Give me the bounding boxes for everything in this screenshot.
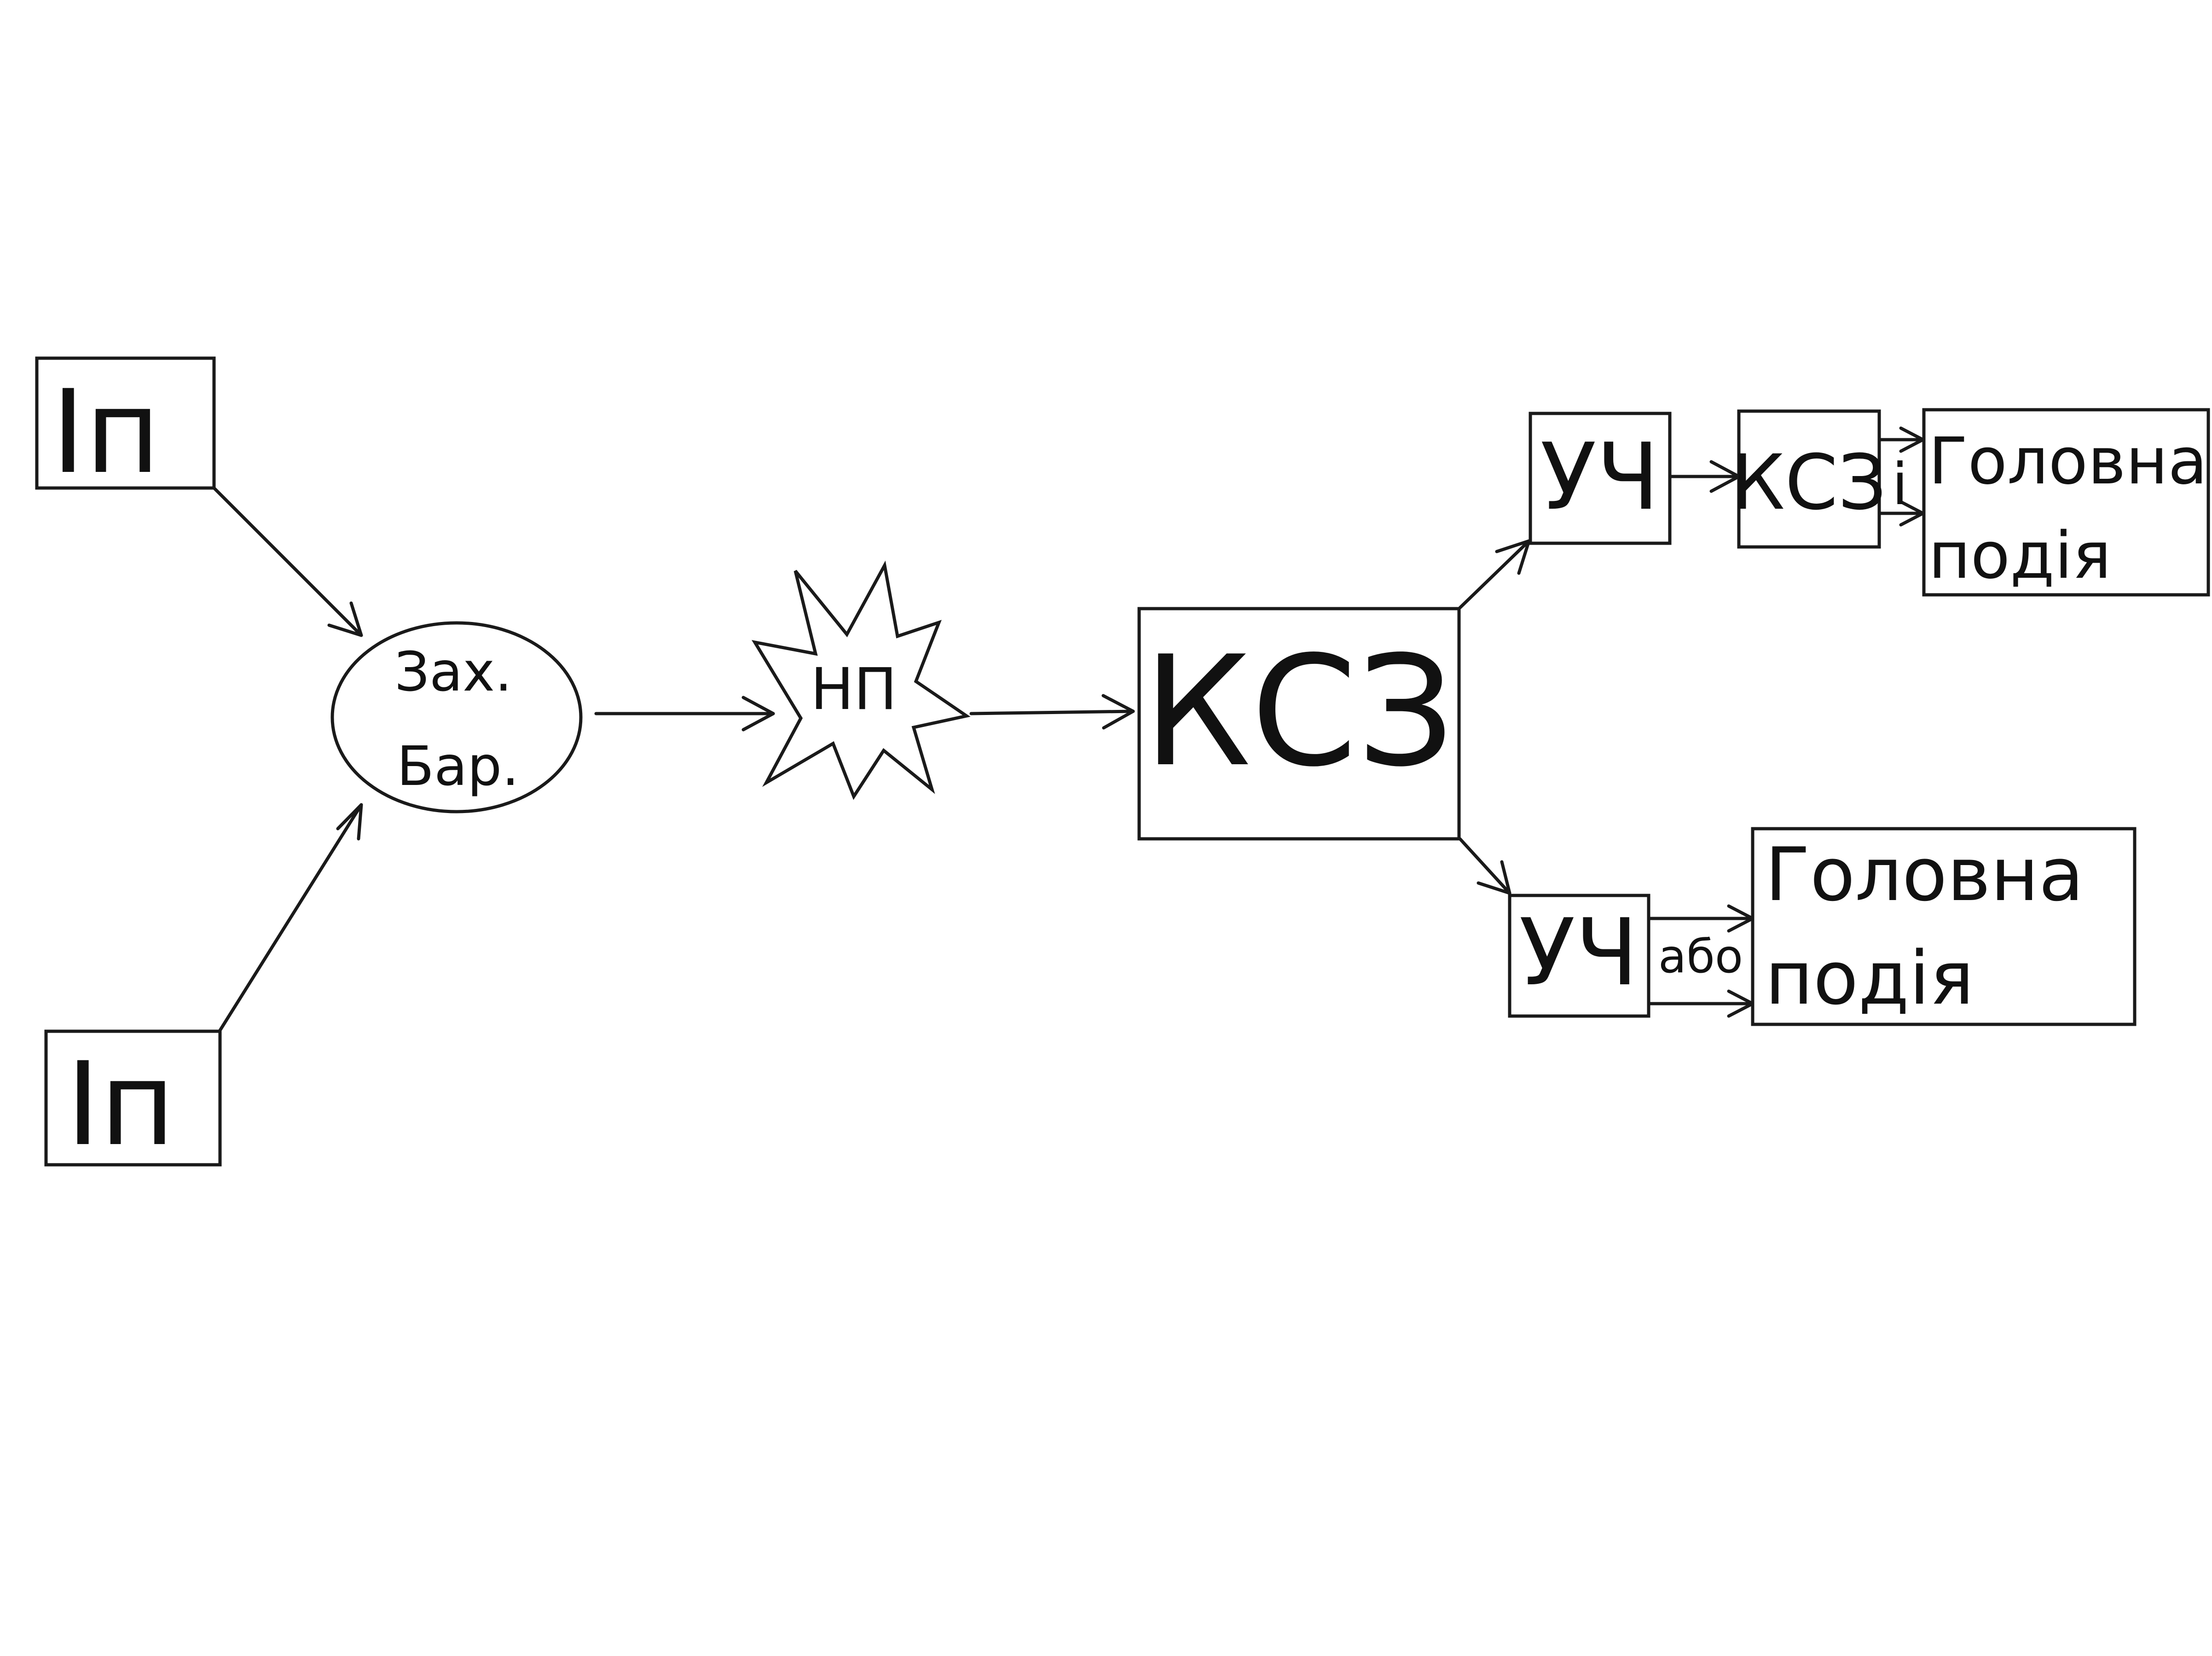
event-top-label-line1: Головна — [1928, 424, 2207, 499]
node-ksz-main: КСЗ — [1137, 607, 1461, 841]
ip-bottom-label: Іп — [66, 1037, 175, 1171]
ip-top-label: Іп — [51, 365, 160, 499]
node-np: НП — [751, 560, 971, 800]
node-event-top: Головна подія — [1922, 408, 2210, 597]
event-bottom-label-line2: подія — [1765, 935, 1974, 1021]
node-barrier: Зах. Бар. — [330, 621, 583, 813]
event-top-label-line2: подія — [1928, 518, 2111, 593]
uch-bottom-label: УЧ — [1519, 899, 1639, 1006]
and-gate-label: і — [1892, 451, 1908, 518]
node-uch-bottom: УЧ — [1508, 894, 1650, 1018]
np-label: НП — [811, 656, 897, 723]
edge-ksz-to-uch-top — [1458, 539, 1531, 610]
node-uch-top: УЧ — [1529, 412, 1672, 545]
barrier-label-line1: Зах. — [394, 640, 512, 703]
node-ip-bottom: Іп — [44, 1029, 222, 1171]
edge-barrier-to-np — [594, 696, 775, 732]
ksz-main-label: КСЗ — [1143, 623, 1454, 800]
barrier-label-line2: Бар. — [397, 734, 519, 798]
ksz-small-label: КСЗ — [1731, 438, 1887, 527]
edge-ip-bottom-to-barrier — [218, 803, 363, 1032]
edge-ip-top-to-barrier — [212, 486, 363, 637]
or-gate-label: або — [1658, 930, 1743, 983]
edge-uch-top-to-ksz-small — [1668, 460, 1741, 493]
event-bottom-label-line1: Головна — [1765, 831, 2084, 918]
uch-top-label: УЧ — [1540, 424, 1660, 531]
edge-ksz-to-uch-bottom — [1458, 837, 1511, 895]
node-event-bottom: Головна подія — [1751, 827, 2137, 1026]
node-ksz-small: КСЗ — [1731, 409, 1887, 549]
node-ip-top: Іп — [35, 356, 216, 499]
np-starburst-shape — [751, 560, 971, 800]
edge-np-to-ksz — [969, 694, 1135, 730]
